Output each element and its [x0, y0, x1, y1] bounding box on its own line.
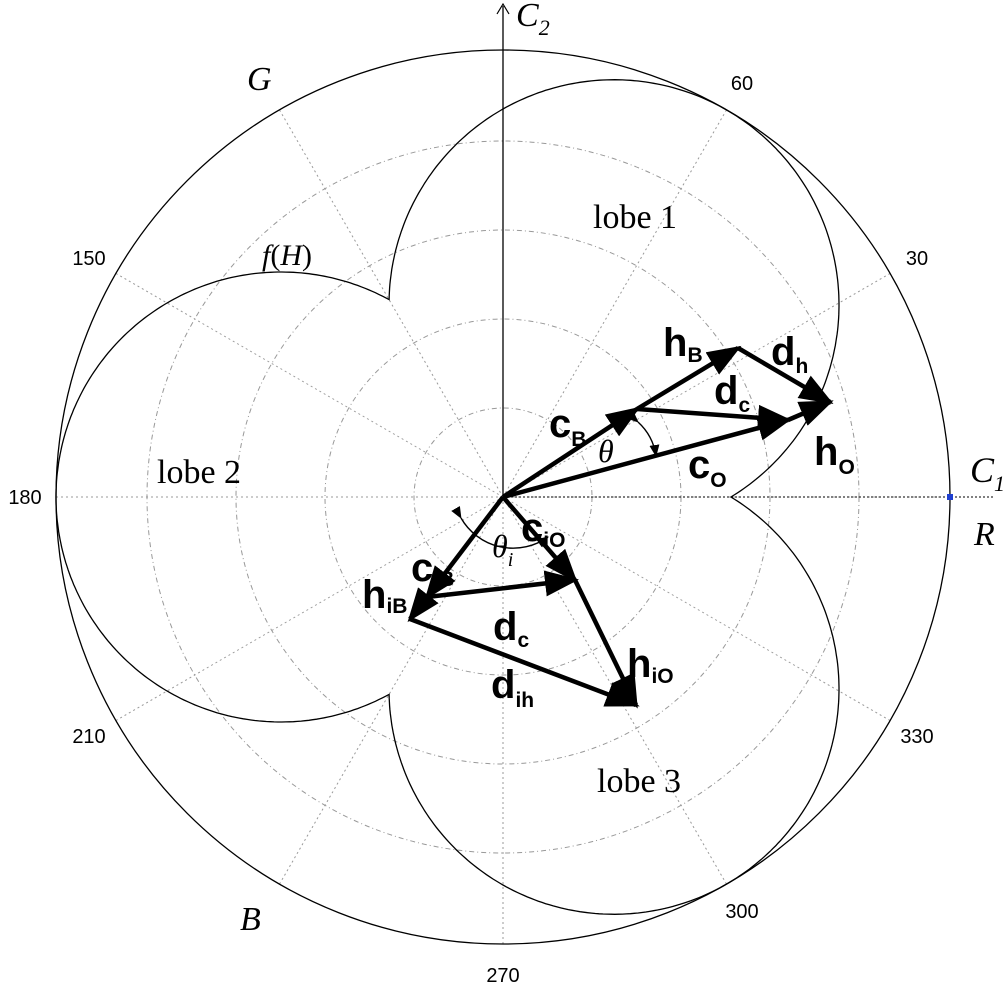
angle-label-330: 330: [900, 726, 933, 748]
label-hB: hB: [663, 321, 703, 367]
lobe-3-label: lobe 3: [597, 763, 681, 800]
angle-label-60: 60: [731, 73, 753, 95]
lobe-1-label: lobe 1: [593, 199, 677, 236]
b-axis-label: B: [240, 901, 261, 938]
grid-spoke: [279, 496, 504, 885]
label-ciB: ciB: [411, 546, 454, 591]
theta-i-arc: [451, 505, 549, 549]
theta-arc: [626, 410, 660, 457]
vector-dc: [636, 404, 792, 431]
vector-ciO: [501, 495, 578, 584]
theta-i-label: θi: [492, 528, 513, 571]
vector-hB: [635, 345, 742, 411]
angle-label-210: 210: [72, 726, 105, 748]
lower-vectors: [407, 495, 640, 709]
label-hiO: hiO: [627, 642, 674, 688]
angle-label-150: 150: [72, 248, 105, 270]
label-dih: dih: [491, 663, 534, 712]
vector-cO: [502, 415, 792, 500]
grid-spoke: [502, 109, 727, 498]
vector-hiB: [407, 587, 439, 623]
angle-label-270: 270: [486, 965, 519, 987]
label-dh: dh: [771, 330, 808, 378]
label-cO: cO: [688, 443, 727, 492]
label-hO: hO: [814, 430, 855, 479]
angle-labels: 30 60 150 180 210 270 300 330: [8, 73, 933, 987]
lobe-2-label: lobe 2: [157, 454, 241, 491]
grid-spoke: [279, 109, 504, 498]
angle-label-30: 30: [906, 248, 928, 270]
vector-dh: [736, 346, 834, 405]
label-cB: cB: [549, 402, 586, 451]
upper-vectors: [501, 345, 834, 500]
label-dc-lower: dc: [493, 605, 529, 652]
g-axis-label: G: [247, 61, 272, 98]
c1-axis-label: C1: [970, 450, 1005, 496]
angle-label-180: 180: [8, 487, 41, 509]
hue-lobe-curve: [55, 79, 840, 915]
grid-spoke: [115, 496, 504, 721]
grid-spoke: [502, 496, 727, 885]
r-axis-marker: [947, 494, 953, 500]
label-ciO: ciO: [521, 506, 565, 552]
hue-function-label: f(H): [262, 239, 312, 272]
r-axis-label: R: [973, 516, 995, 553]
label-hiB: hiB: [362, 573, 407, 618]
vector-hO: [787, 399, 834, 426]
vector-dih: [409, 616, 640, 708]
vector-dc-lower: [426, 570, 579, 600]
c2-axis-arrowhead: [496, 2, 510, 15]
vector-cB: [501, 406, 641, 499]
vector-ciB: [424, 495, 505, 601]
theta-label: θ: [598, 433, 614, 469]
label-dc: dc: [714, 369, 750, 417]
angle-label-300: 300: [725, 901, 758, 923]
c2-axis-label: C2: [516, 0, 550, 40]
